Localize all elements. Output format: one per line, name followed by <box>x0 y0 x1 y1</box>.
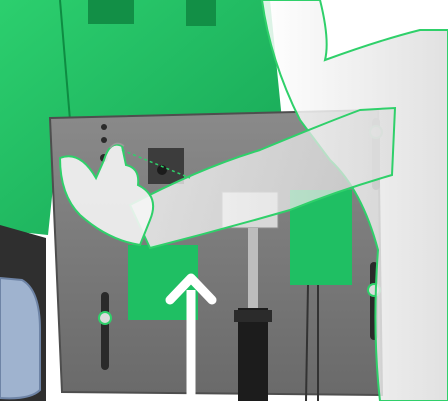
top-bracket-2 <box>186 0 216 26</box>
top-bracket <box>88 0 134 24</box>
strut-rod <box>248 228 258 308</box>
strut-collar <box>234 310 272 322</box>
slot-pin-icon <box>99 312 111 324</box>
bracket-block <box>148 148 184 184</box>
left-slot <box>101 292 109 370</box>
panel-hole-2 <box>101 137 107 143</box>
panel-hole <box>101 124 107 130</box>
seat-cushion <box>0 278 40 398</box>
